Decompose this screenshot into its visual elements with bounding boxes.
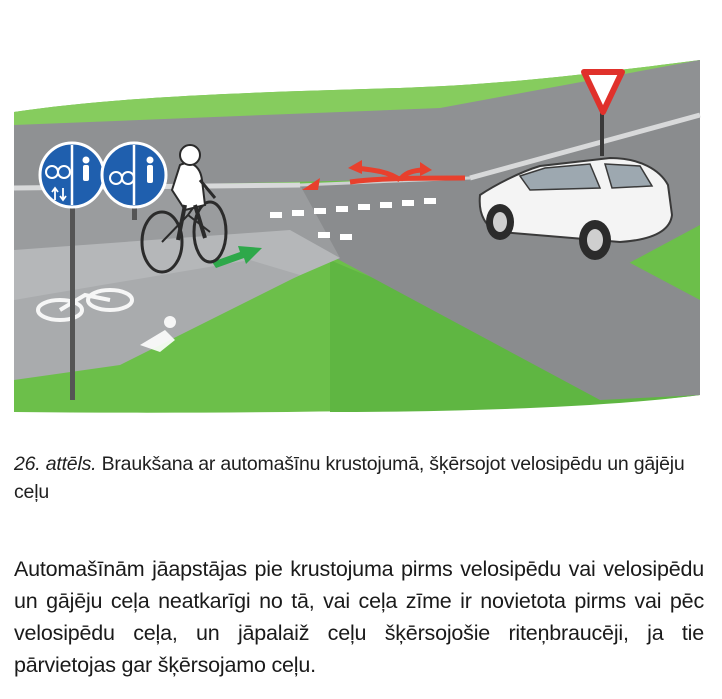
body-paragraph: Automašīnām jāapstājas pie krustojuma pi…: [14, 557, 704, 677]
crossing-dashes: [270, 198, 436, 240]
road-bicycle-pictogram: [36, 288, 134, 322]
yield-sign: [581, 69, 625, 156]
road-pedestrian-pictogram: [140, 316, 176, 352]
cyclist: [140, 144, 228, 274]
intersection-illustration: [13, 60, 701, 413]
figure-number: 26. attēls.: [14, 453, 97, 475]
green-arrow: [212, 246, 262, 268]
sign-bicycle-icon: [45, 165, 71, 179]
sign-pedestrian-icon: [82, 156, 90, 181]
figure-caption-text: Braukšana ar automašīnu krustojumā, šķēr…: [14, 453, 685, 503]
cross-road: [300, 178, 700, 400]
figure-caption: 26. attēls. Braukšana ar automašīnu krus…: [14, 450, 704, 506]
car: [478, 156, 674, 260]
bicycle-pedestrian-signs: [38, 141, 168, 400]
